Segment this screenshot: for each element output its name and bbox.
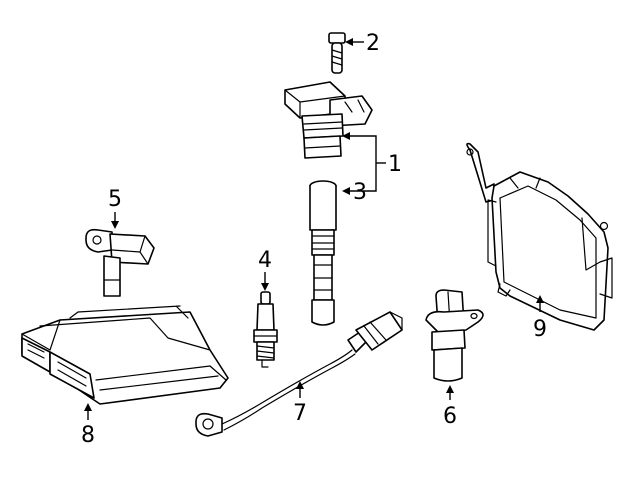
leader-lines (84, 38, 544, 420)
callout-3: 3 (353, 180, 367, 205)
callout-8: 8 (81, 423, 95, 448)
callout-7: 7 (293, 401, 307, 426)
part-6-crankshaft-sensor (425, 289, 484, 382)
part-3-coil-boot (309, 180, 337, 326)
part-2-bolt (328, 32, 346, 74)
callout-2: 2 (366, 31, 380, 56)
callout-5: 5 (108, 187, 122, 212)
callout-9: 9 (533, 317, 547, 342)
callout-4: 4 (258, 248, 272, 273)
part-9-control-module (466, 142, 613, 331)
part-4-spark-plug (253, 291, 278, 368)
callout-1: 1 (388, 152, 402, 177)
part-1-ignition-coil (284, 81, 373, 159)
callout-6: 6 (443, 404, 457, 429)
part-5-camshaft-sensor (85, 228, 155, 297)
part-8-ecm (21, 305, 229, 405)
